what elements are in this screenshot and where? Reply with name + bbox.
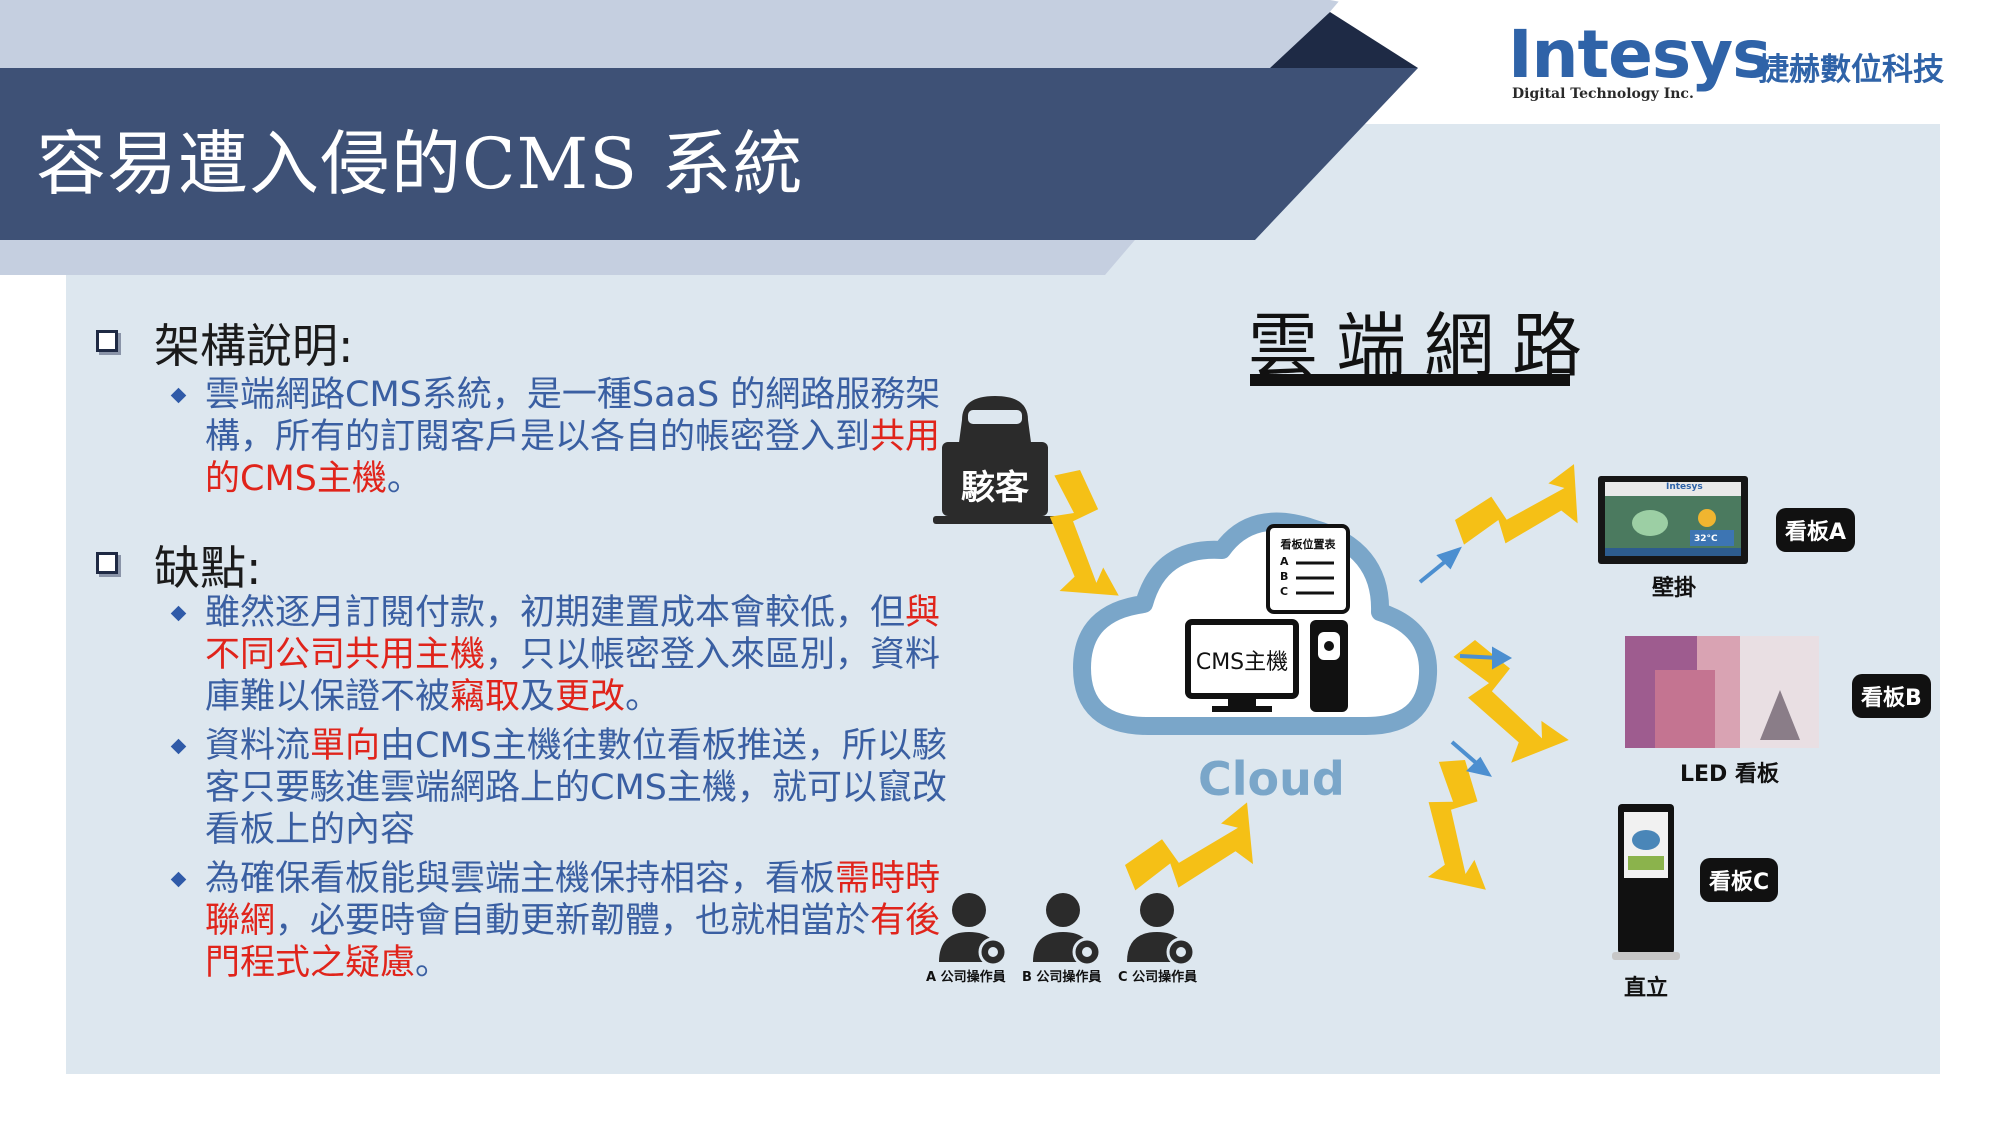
- bullet-text: 資料流單向由CMS主機往數位看板推送，所以駭客只要駭進雲端網路上的CMS主機，就…: [205, 725, 965, 851]
- logo-chinese-name: 捷赫數位科技: [1758, 52, 1944, 88]
- body-text: 。: [625, 677, 661, 717]
- list-item-b: B: [1280, 570, 1289, 583]
- screen-brand: Intesys: [1666, 482, 1703, 492]
- highlight-text: 竊取: [450, 677, 521, 717]
- screen-temperature: 32°C: [1694, 534, 1718, 544]
- section-checkbox-icon: [96, 330, 118, 352]
- operator-b-label: B 公司操作員: [1022, 970, 1102, 985]
- bullet-text: 為確保看板能與雲端主機保持相容，看板需時時聯網，必要時會自動更新韌體，也就相當於…: [205, 858, 965, 984]
- operator-a-label: A 公司操作員: [926, 970, 1006, 985]
- board-location-list-icon: [1266, 524, 1350, 614]
- hacker-icon: [933, 396, 1057, 524]
- board-a-tag: 看板A: [1776, 508, 1856, 552]
- section-checkbox-icon: [96, 552, 118, 574]
- board-a-caption: 壁掛: [1652, 576, 1697, 601]
- highlight-text: 更改: [555, 677, 626, 717]
- highlight-text: 需時時聯網: [205, 859, 941, 941]
- section-heading-architecture: 架構說明:: [154, 319, 354, 373]
- company-logo: Intesys 捷赫數位科技 Digital Technology Inc.: [1508, 22, 1948, 112]
- list-item-a: A: [1280, 555, 1289, 568]
- body-text: 雲端網路CMS系統，是一種SaaS 的網路服務架構，所有的訂閱客戶是以各自的帳密…: [205, 375, 941, 457]
- operator-icons: [937, 891, 1196, 967]
- board-c-tag: 看板C: [1700, 858, 1779, 902]
- section-heading-drawbacks: 缺點:: [154, 541, 262, 595]
- data-flow-arrows: [1418, 546, 1513, 777]
- cms-server-icon: [1185, 619, 1348, 712]
- bullet-text: 雖然逐月訂閱付款，初期建置成本會較低，但與不同公司共用主機，只以帳密登入來區別，…: [205, 592, 965, 718]
- cloud-label: Cloud: [1198, 752, 1345, 806]
- list-item-c: C: [1280, 585, 1289, 598]
- diagram-heading: 雲端網路: [1248, 305, 1600, 387]
- page-title: 容易遭入侵的CMS 系統: [36, 123, 804, 205]
- highlight-text: 共用的CMS主機: [205, 417, 941, 499]
- operator-c-label: C 公司操作員: [1118, 970, 1198, 985]
- highlight-text: 與不同公司共用主機: [205, 593, 941, 675]
- logo-tab: [1330, 0, 2000, 124]
- body-text: ，只以帳密登入來區別，資料庫難以保證不被: [205, 635, 941, 717]
- cms-server-label: CMS主機: [1195, 650, 1289, 675]
- logo-subtitle: Digital Technology Inc.: [1512, 86, 1694, 102]
- board-b-caption: LED 看板: [1680, 762, 1779, 787]
- header-dark-triangle: [1270, 12, 1418, 68]
- body-text: 資料流: [205, 726, 311, 766]
- board-a-display-icon: [1598, 476, 1748, 564]
- body-text: 。: [415, 943, 451, 983]
- body-text: 及: [520, 677, 556, 717]
- board-b-led-display-icon: [1625, 636, 1819, 748]
- highlight-text: 單向: [310, 726, 381, 766]
- body-text: 為確保看板能與雲端主機保持相容，看板: [205, 859, 836, 899]
- logo-wordmark: Intesys: [1508, 16, 1771, 93]
- highlight-text: 有後門程式之疑慮: [205, 901, 941, 983]
- header-band: [0, 0, 2000, 275]
- body-text: 。: [386, 459, 422, 499]
- header-navy-band: [0, 68, 1418, 240]
- board-location-list-title: 看板位置表: [1280, 538, 1336, 551]
- body-text: ，必要時會自動更新韌體，也就相當於: [275, 901, 871, 941]
- hacker-label: 駭客: [961, 468, 1029, 508]
- board-c-kiosk-icon: [1612, 804, 1680, 960]
- board-c-caption: 直立: [1624, 976, 1669, 1001]
- diagram-heading-underline: [1250, 374, 1570, 386]
- bullet-text: 雲端網路CMS系統，是一種SaaS 的網路服務架構，所有的訂閱客戶是以各自的帳密…: [205, 374, 965, 500]
- body-text: 由CMS主機往數位看板推送，所以駭客只要駭進雲端網路上的CMS主機，就可以竄改看…: [205, 726, 947, 850]
- board-b-tag: 看板B: [1852, 674, 1931, 718]
- body-text: 雖然逐月訂閱付款，初期建置成本會較低，但: [205, 593, 906, 633]
